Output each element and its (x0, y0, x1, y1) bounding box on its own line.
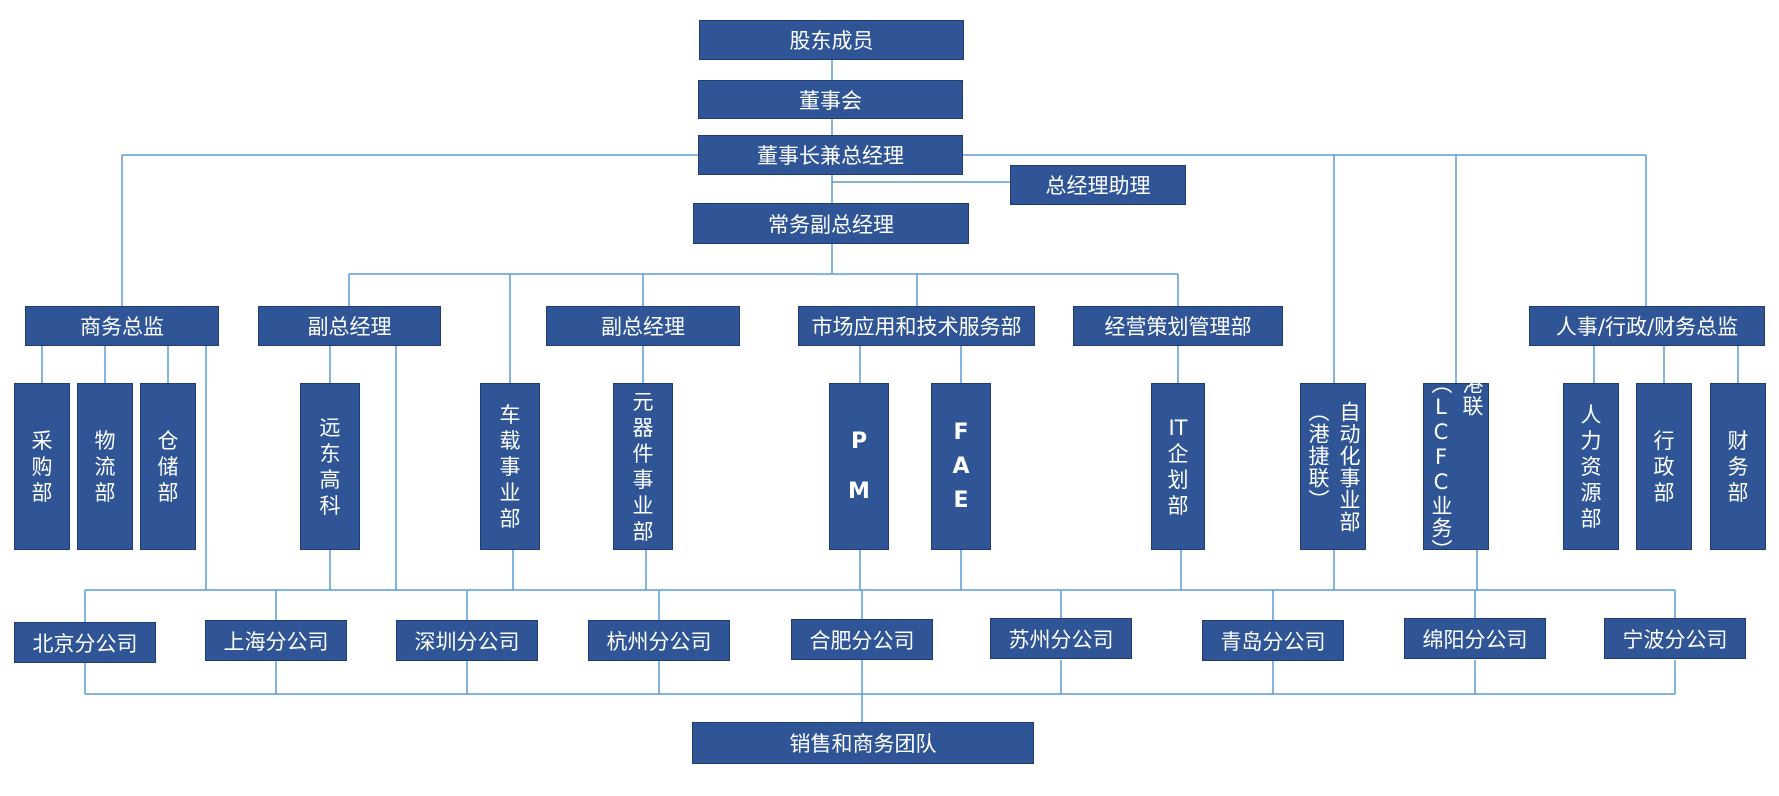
it-planning-box: IT企划部 (1151, 383, 1205, 550)
ganglian-box: 港联 （LCFC业务） (1423, 373, 1489, 561)
hr-director-box: 人事/行政/财务总监 (1529, 306, 1765, 346)
vp-a-box: 副总经理 (258, 306, 441, 346)
vehicle-division-box: 车载事业部 (480, 383, 540, 550)
chairman-box: 董事长兼总经理 (698, 135, 963, 175)
purchase-dept-box: 采购部 (14, 383, 70, 550)
branch-ningbo: 宁波分公司 (1604, 618, 1746, 659)
branch-qingdao: 青岛分公司 (1202, 620, 1344, 661)
branch-hangzhou: 杭州分公司 (588, 620, 730, 661)
automation-division-sub: （港捷联） (1306, 400, 1330, 511)
finance-dept-label: 财务部 (1727, 428, 1749, 505)
branch-hefei: 合肥分公司 (791, 619, 933, 660)
branch-suzhou: 苏州分公司 (990, 618, 1132, 659)
exec-vp-box: 常务副总经理 (693, 203, 969, 244)
hr-dept-box: 人力资源部 (1563, 383, 1619, 550)
pm-label: PM (848, 428, 870, 504)
assistant-box: 总经理助理 (1010, 165, 1186, 205)
components-division-box: 元器件事业部 (613, 383, 673, 550)
branch-beijing: 北京分公司 (14, 622, 156, 663)
vp-b-box: 副总经理 (546, 306, 740, 346)
admin-dept-box: 行政部 (1636, 383, 1692, 550)
fae-label: FAE (952, 419, 970, 513)
ganglian-label: 港联 (1460, 372, 1484, 417)
board-box: 董事会 (698, 80, 963, 119)
commerce-director-box: 商务总监 (25, 306, 219, 346)
pm-box: PM (829, 383, 889, 550)
yuandong-box: 远东高科 (300, 383, 360, 550)
sales-team-box: 销售和商务团队 (692, 722, 1034, 764)
hr-dept-label: 人力资源部 (1580, 402, 1602, 531)
vehicle-division-label: 车载事业部 (499, 402, 521, 531)
purchase-dept-label: 采购部 (31, 428, 53, 505)
shareholders-box: 股东成员 (699, 20, 964, 60)
branch-mianyang: 绵阳分公司 (1404, 618, 1546, 659)
logistics-dept-box: 物流部 (77, 383, 133, 550)
logistics-dept-label: 物流部 (94, 428, 116, 505)
ganglian-sub: （LCFC业务） (1429, 372, 1453, 561)
warehouse-dept-label: 仓储部 (157, 428, 179, 505)
warehouse-dept-box: 仓储部 (140, 383, 196, 550)
planning-dept-box: 经营策划管理部 (1073, 306, 1283, 346)
components-division-label: 元器件事业部 (632, 389, 654, 544)
fae-box: FAE (931, 383, 991, 550)
branch-shanghai: 上海分公司 (205, 620, 347, 661)
yuandong-label: 远东高科 (319, 415, 341, 518)
finance-dept-box: 财务部 (1710, 383, 1766, 550)
admin-dept-label: 行政部 (1653, 428, 1675, 505)
automation-division-box: 自动化事业部 （港捷联） (1300, 383, 1366, 550)
market-dept-box: 市场应用和技术服务部 (798, 306, 1035, 346)
automation-division-label: 自动化事业部 (1337, 400, 1361, 533)
branch-shenzhen: 深圳分公司 (396, 620, 538, 661)
it-planning-label: IT企划部 (1167, 415, 1189, 518)
